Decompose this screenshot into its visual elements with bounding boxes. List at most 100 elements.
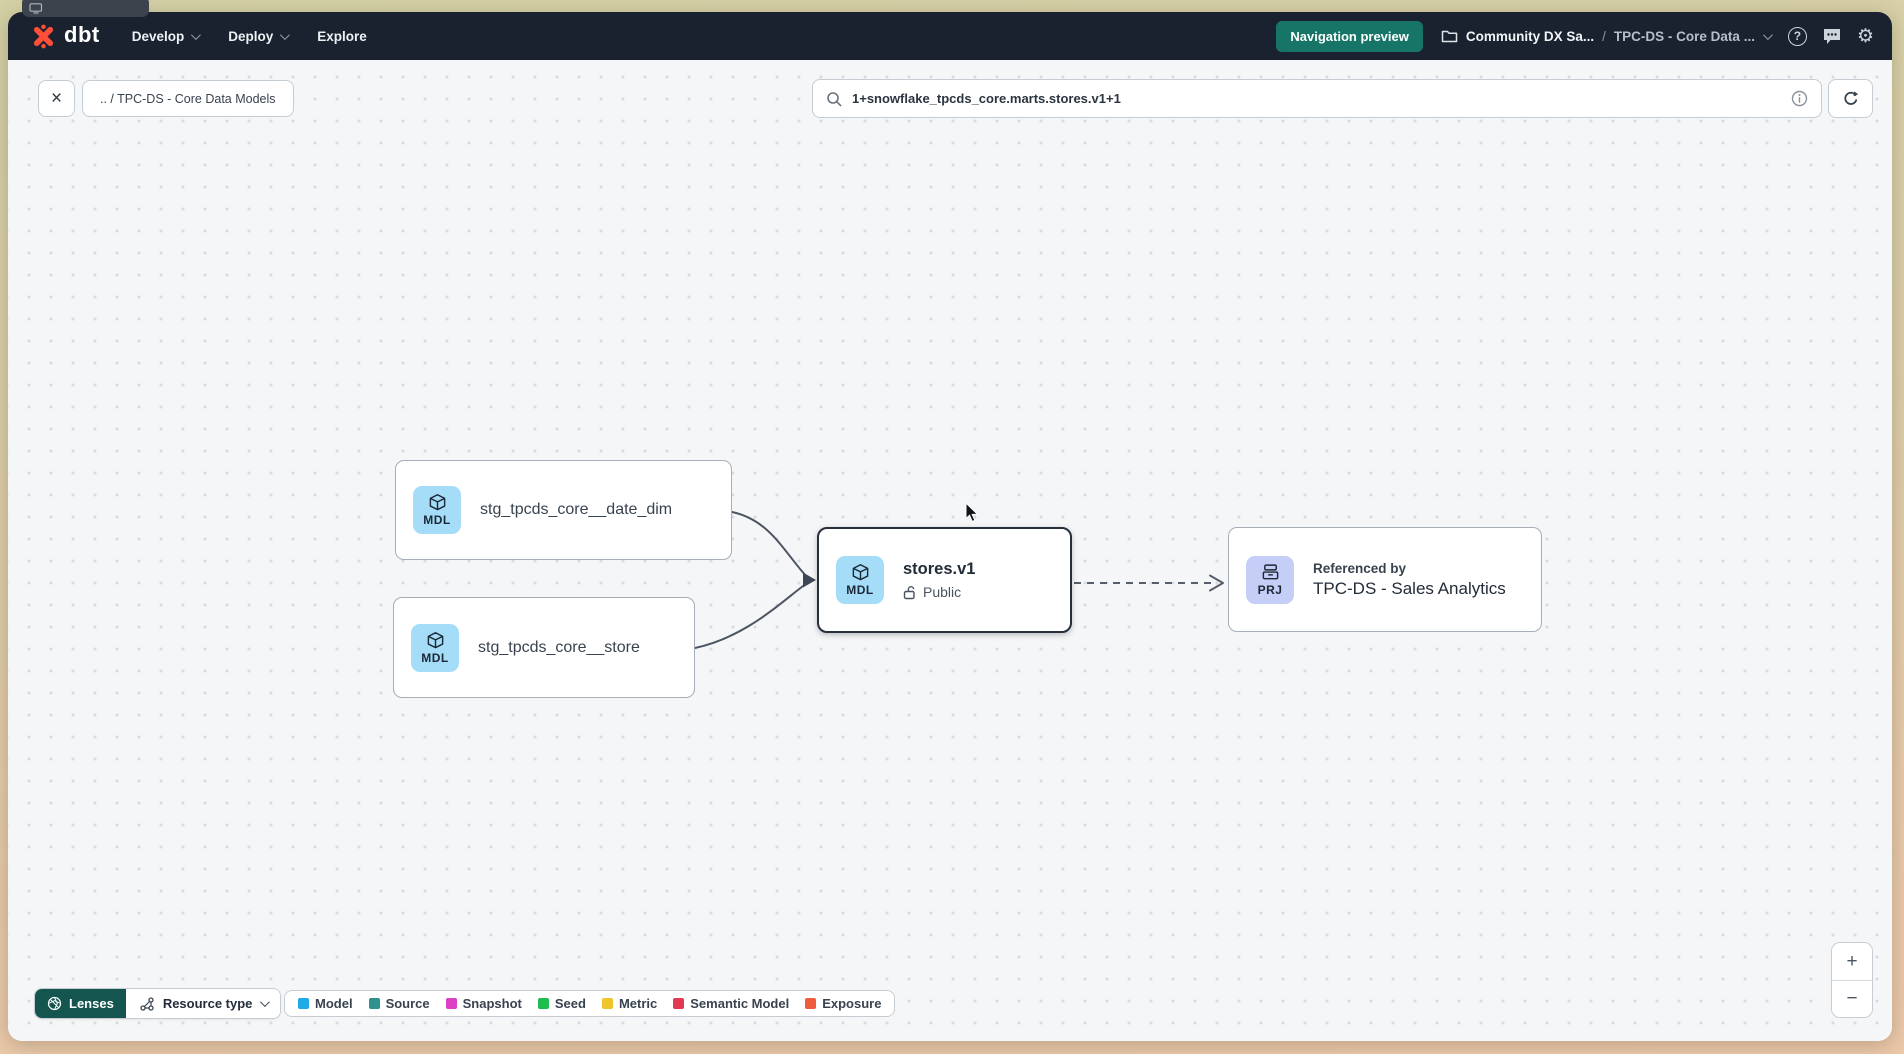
referenced-by-label: Referenced by: [1313, 560, 1407, 576]
dashed-arrowhead-icon: [1209, 574, 1224, 592]
legend-item-source: Source: [368, 996, 430, 1011]
model-badge: MDL: [411, 623, 459, 672]
archive-icon: [1262, 563, 1278, 579]
legend-swatch: [445, 998, 457, 1009]
arrowhead-icon: [803, 572, 816, 588]
legend-label: Metric: [618, 996, 658, 1011]
lens-aperture-icon: [47, 996, 62, 1011]
navigation-preview-button[interactable]: Navigation preview: [1276, 20, 1423, 52]
legend-label: Model: [315, 996, 353, 1011]
node-label: stg_tpcds_core__date_dim: [480, 501, 673, 518]
info-icon[interactable]: [1791, 90, 1808, 107]
chevron-down-icon: [260, 997, 271, 1008]
breadcrumb-separator: /: [1602, 28, 1606, 44]
node-label: stg_tpcds_core__store: [478, 638, 640, 656]
menu-deploy-label: Deploy: [228, 28, 274, 44]
help-icon[interactable]: ?: [1787, 26, 1807, 46]
zoom-in-button[interactable]: +: [1832, 943, 1872, 980]
legend-item-seed: Seed: [537, 996, 586, 1011]
close-icon: ×: [50, 87, 63, 109]
dbt-logo-text: dbt: [64, 22, 100, 47]
menu-explore[interactable]: Explore: [317, 29, 367, 44]
edge-date-dim-to-stores: [731, 511, 808, 578]
legend-item-model: Model: [298, 996, 353, 1011]
node-stg-tpcds-core-date-dim[interactable]: MDL stg_tpcds_core__date_dim: [395, 460, 732, 560]
app-window: dbt Develop Deploy Explore Navigation pr…: [8, 12, 1892, 1041]
node-tpcds-sales-analytics[interactable]: PRJ Referenced by TPC-DS - Sales Analyti…: [1228, 527, 1542, 632]
account-name: Community DX Sa...: [1465, 28, 1595, 44]
legend-item-semantic-model: Semantic Model: [673, 996, 789, 1011]
settings-gear-icon[interactable]: ⚙: [1856, 25, 1874, 47]
node-title: stores.v1: [903, 560, 976, 578]
resource-type-dropdown[interactable]: Resource type: [125, 989, 281, 1018]
legend-swatch: [298, 998, 309, 1009]
badge-label: PRJ: [1257, 582, 1283, 597]
legend-item-exposure: Exposure: [805, 996, 881, 1011]
lineage-canvas[interactable]: × .. / TPC-DS - Core Data Models: [8, 60, 1892, 1041]
access-row: Public: [903, 584, 975, 600]
badge-label: MDL: [846, 583, 874, 597]
menu-develop-label: Develop: [131, 28, 185, 44]
legend-swatch: [537, 998, 549, 1009]
navbar-right: Navigation preview Community DX Sa... / …: [1276, 20, 1874, 52]
menu-develop[interactable]: Develop: [131, 28, 202, 44]
project-picker[interactable]: Community DX Sa... / TPC-DS - Core Data …: [1441, 28, 1773, 44]
node-text-block: Referenced by TPC-DS - Sales Analytics: [1313, 561, 1506, 599]
legend-item-snapshot: Snapshot: [445, 996, 522, 1011]
screen-share-indicator: [22, 0, 149, 17]
refresh-button[interactable]: [1828, 79, 1873, 118]
lineage-search: [812, 79, 1822, 118]
resource-type-legend: Model Source Snapshot Seed Metric Semant…: [284, 990, 896, 1017]
menu-deploy[interactable]: Deploy: [228, 28, 291, 44]
node-stg-tpcds-core-store[interactable]: MDL stg_tpcds_core__store: [393, 597, 695, 698]
unlock-icon: [903, 585, 915, 599]
node-stores-v1[interactable]: MDL stores.v1 Public: [817, 527, 1072, 633]
access-label: Public: [923, 584, 962, 600]
resource-type-label: Resource type: [162, 996, 253, 1011]
cube-icon: [427, 631, 443, 648]
legend-swatch: [673, 998, 685, 1009]
close-button[interactable]: ×: [38, 80, 75, 117]
legend-swatch: [368, 998, 380, 1009]
menu-explore-label: Explore: [317, 28, 367, 44]
mouse-cursor: [965, 503, 979, 523]
cube-icon: [852, 564, 868, 581]
model-badge: MDL: [413, 486, 461, 534]
cube-icon: [429, 494, 445, 511]
model-badge: MDL: [836, 556, 884, 604]
monitor-icon: [29, 3, 43, 14]
folder-icon: [1441, 30, 1458, 42]
navbar-icons: ? ⚙: [1787, 25, 1874, 47]
search-icon: [827, 91, 842, 106]
breadcrumb[interactable]: .. / TPC-DS - Core Data Models: [82, 80, 294, 117]
dbt-logo-icon: [33, 24, 54, 48]
node-text-block: stores.v1 Public: [903, 560, 975, 600]
dbt-logo[interactable]: dbt: [30, 22, 100, 50]
lenses-label: Lenses: [69, 996, 114, 1011]
zoom-out-button[interactable]: −: [1832, 980, 1872, 1017]
legend-label: Seed: [554, 996, 586, 1011]
legend-label: Semantic Model: [690, 996, 790, 1011]
breadcrumb-label: .. / TPC-DS - Core Data Models: [100, 91, 276, 106]
top-navbar: dbt Develop Deploy Explore Navigation pr…: [8, 12, 1892, 60]
chevron-down-icon: [280, 29, 291, 40]
project-name: TPC-DS - Core Data ...: [1613, 28, 1755, 44]
lenses-button[interactable]: Lenses: [35, 989, 126, 1018]
search-input[interactable]: [852, 91, 1781, 106]
legend-label: Exposure: [822, 996, 882, 1011]
legend-label: Snapshot: [462, 996, 522, 1011]
chevron-down-icon: [191, 29, 202, 40]
main-menu: Develop Deploy Explore: [132, 29, 367, 44]
project-badge: PRJ: [1246, 555, 1294, 604]
badge-label: MDL: [421, 650, 449, 665]
feedback-icon[interactable]: [1822, 27, 1842, 46]
edge-store-to-stores: [694, 582, 808, 649]
lens-controls: Lenses Resource type: [34, 988, 282, 1019]
badge-label: MDL: [423, 513, 451, 527]
legend-item-metric: Metric: [601, 996, 658, 1011]
legend-label: Source: [385, 996, 430, 1011]
legend-swatch: [805, 998, 817, 1009]
legend-swatch: [601, 998, 613, 1009]
node-title: TPC-DS - Sales Analytics: [1313, 578, 1506, 598]
refresh-icon: [1843, 90, 1858, 105]
